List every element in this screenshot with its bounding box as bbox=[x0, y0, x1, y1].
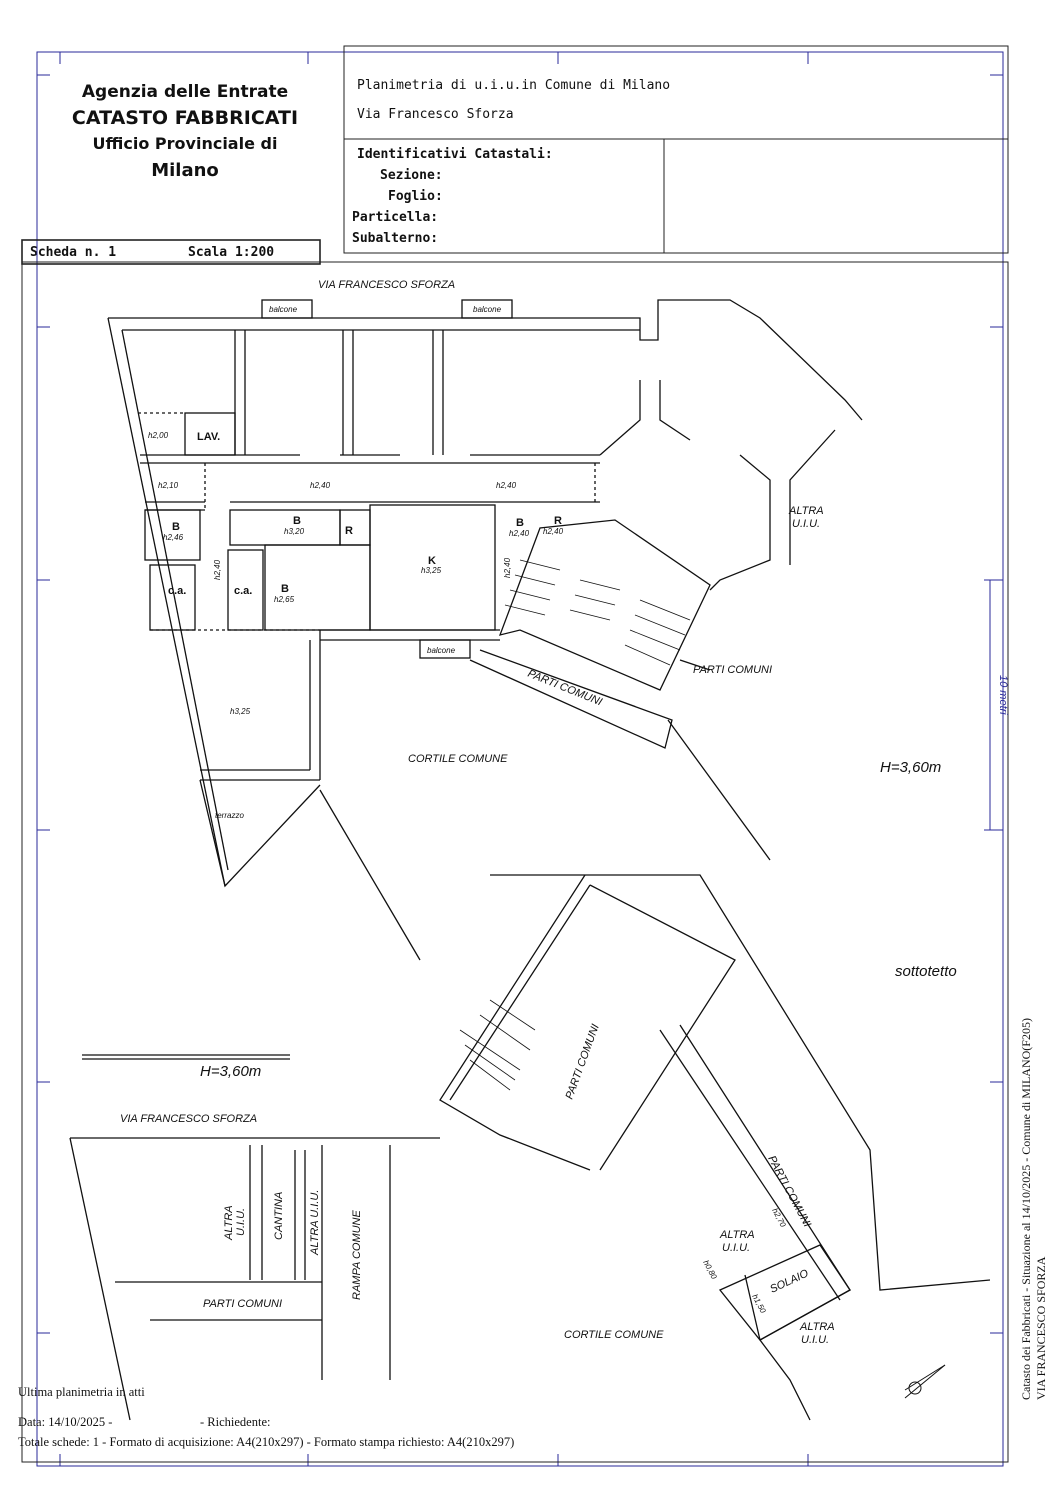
scala-label: Scala 1:200 bbox=[188, 245, 275, 260]
height-240-e: h2,40 bbox=[213, 559, 222, 580]
parti-comuni-label-4: PARTI COMUNI bbox=[765, 1154, 813, 1229]
scale-bar bbox=[984, 579, 996, 831]
footer-data: Data: 14/10/2025 - bbox=[18, 1415, 113, 1429]
altra-uiu-label-4b: U.I.U. bbox=[235, 1208, 247, 1236]
ca-label-1: c.a. bbox=[168, 585, 186, 597]
altra-uiu-label-3a: ALTRA bbox=[799, 1321, 835, 1333]
bath-label-1: B bbox=[172, 521, 180, 533]
rampa-label: RAMPA COMUNE bbox=[351, 1210, 363, 1301]
height-210-a: h2,10 bbox=[158, 481, 179, 490]
sezione-label: Sezione: bbox=[380, 168, 443, 183]
altra-uiu-label-3b: U.I.U. bbox=[801, 1334, 829, 1346]
height-320: h3,20 bbox=[284, 527, 305, 536]
foglio-label: Foglio: bbox=[388, 189, 443, 204]
bath-label-3: B bbox=[516, 517, 524, 529]
altra-uiu-label-1b: U.I.U. bbox=[792, 518, 820, 530]
height-240-c: h2,40 bbox=[509, 529, 530, 538]
parti-comuni-label-3: PARTI COMUNI bbox=[564, 1023, 602, 1101]
bath-label-2: B bbox=[293, 515, 301, 527]
r-label-1: R bbox=[345, 525, 353, 537]
side-caption-2: VIA FRANCESCO SFORZA bbox=[1034, 1256, 1048, 1400]
solaio-label: SOLAIO bbox=[768, 1267, 811, 1295]
cortile-label-1: CORTILE COMUNE bbox=[408, 753, 508, 765]
altra-uiu-label-4a: ALTRA bbox=[223, 1205, 235, 1241]
sottotetto-label: sottotetto bbox=[895, 963, 957, 980]
height-325-b: h3,25 bbox=[230, 707, 251, 716]
identificativi-label: Identificativi Catastali: bbox=[357, 147, 553, 162]
north-arrow-icon bbox=[904, 1364, 946, 1399]
particella-label: Particella: bbox=[352, 210, 439, 225]
bath-label-4: B bbox=[281, 583, 289, 595]
header-boxes bbox=[21, 45, 1009, 1463]
height-246: h2,46 bbox=[163, 533, 184, 542]
sheet-frame bbox=[36, 51, 1004, 1467]
balcone-label-1: balcone bbox=[269, 305, 298, 314]
cantina-plan-walls bbox=[69, 1054, 440, 1421]
height-240-b: h2,40 bbox=[496, 481, 517, 490]
lav-label: LAV. bbox=[197, 431, 220, 443]
kitchen-label: K bbox=[428, 555, 436, 567]
agency-name: Agenzia delle Entrate bbox=[81, 82, 289, 102]
side-caption-1: Catasto dei Fabbricati - Situazione al 1… bbox=[1019, 1018, 1033, 1400]
height-240-f: h2,40 bbox=[503, 557, 512, 578]
terrazzo-label: terrazzo bbox=[215, 811, 244, 820]
ca-label-2: c.a. bbox=[234, 585, 252, 597]
cortile-label-2: CORTILE COMUNE bbox=[564, 1329, 664, 1341]
altra-uiu-label-2b: U.I.U. bbox=[722, 1242, 750, 1254]
height-360-b: H=3,60m bbox=[200, 1063, 261, 1080]
height-200: h2,00 bbox=[148, 431, 169, 440]
balcone-label-2: balcone bbox=[473, 305, 502, 314]
r-label-2: R bbox=[554, 515, 562, 527]
balcone-label-3: balcone bbox=[427, 646, 456, 655]
ufficio-label: Ufficio Provinciale di bbox=[92, 134, 278, 153]
footer-richiedente: - Richiedente: bbox=[200, 1415, 271, 1429]
altra-uiu-label-2a: ALTRA bbox=[719, 1229, 755, 1241]
planimetria-title: Planimetria di u.i.u.in Comune di Milano bbox=[357, 78, 671, 93]
catasto-title: CATASTO FABBRICATI bbox=[71, 107, 299, 129]
height-270: h2,70 bbox=[770, 1207, 788, 1229]
altra-uiu-label-1a: ALTRA bbox=[788, 505, 824, 517]
height-240-d: h2,40 bbox=[543, 527, 564, 536]
parti-comuni-label-5: PARTI COMUNI bbox=[203, 1298, 282, 1310]
cantina-label: CANTINA bbox=[273, 1192, 285, 1240]
scale-metri-label: 10 metri bbox=[997, 675, 1009, 715]
subalterno-label: Subalterno: bbox=[352, 231, 439, 246]
street-top-label: VIA FRANCESCO SFORZA bbox=[318, 279, 455, 291]
height-325-a: h3,25 bbox=[421, 566, 442, 575]
ufficio-city: Milano bbox=[151, 160, 219, 181]
height-240-a: h2,40 bbox=[310, 481, 331, 490]
attic-plan-walls bbox=[439, 874, 991, 1421]
parti-comuni-label-1: PARTI COMUNI bbox=[693, 664, 772, 676]
street-bottom-label: VIA FRANCESCO SFORZA bbox=[120, 1113, 257, 1125]
scheda-label: Scheda n. 1 bbox=[30, 245, 117, 260]
footer-totale: Totale schede: 1 - Formato di acquisizio… bbox=[18, 1435, 515, 1449]
floor-plan-walls bbox=[107, 299, 863, 961]
footer-ultima: Ultima planimetria in atti bbox=[18, 1385, 145, 1399]
agency-block: Agenzia delle Entrate CATASTO FABBRICATI… bbox=[40, 80, 330, 186]
height-360-a: H=3,60m bbox=[880, 759, 941, 776]
height-080: h0,80 bbox=[701, 1259, 719, 1281]
height-265: h2,65 bbox=[274, 595, 295, 604]
altra-uiu-label-5: ALTRA U.I.U. bbox=[309, 1190, 321, 1256]
planimetria-address: Via Francesco Sforza bbox=[357, 107, 514, 122]
